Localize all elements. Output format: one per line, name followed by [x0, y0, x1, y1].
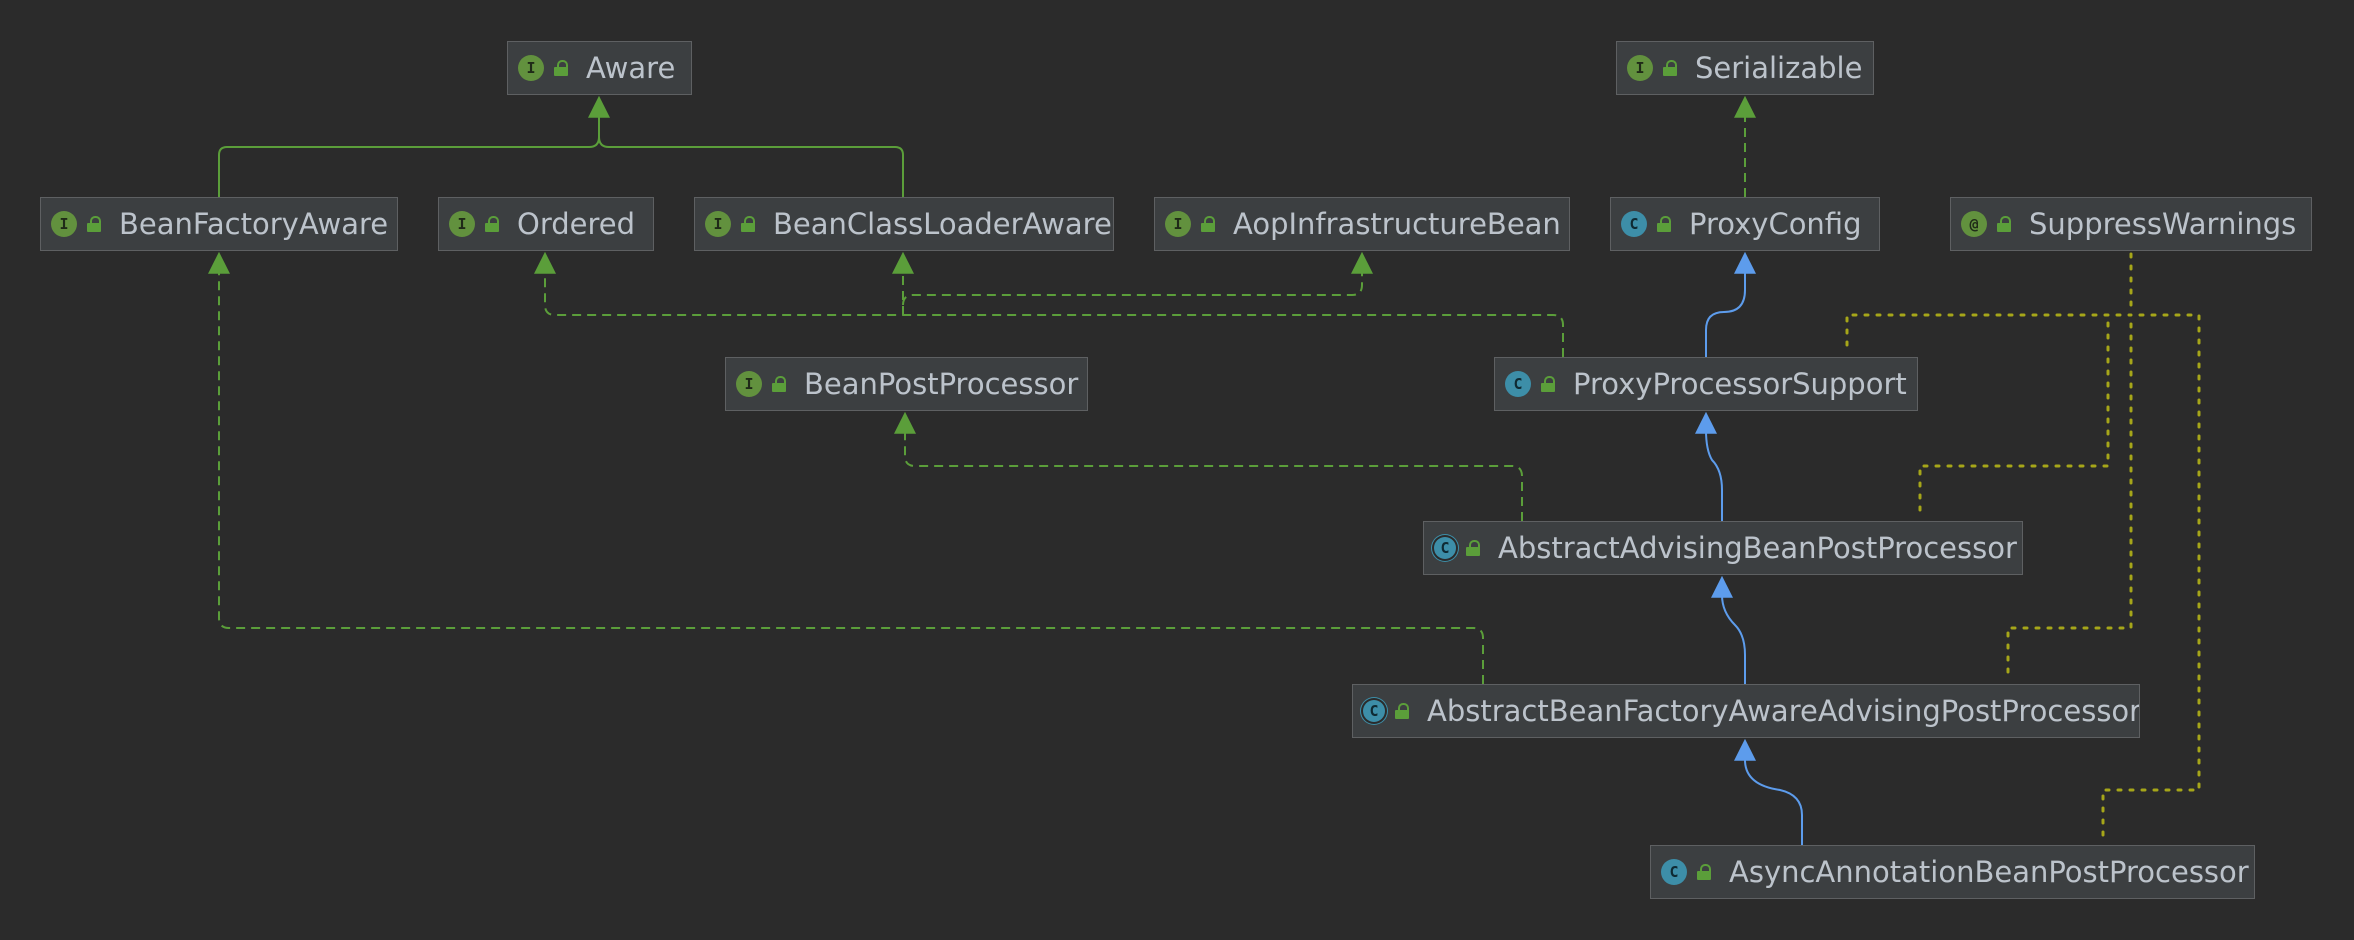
node-label: AbstractAdvisingBeanPostProcessor — [1498, 531, 2017, 565]
class-icon: C — [1621, 211, 1647, 237]
interface-icon: I — [736, 371, 762, 397]
public-access-icon — [1997, 216, 2011, 232]
class-node-serializable[interactable]: I Serializable — [1616, 41, 1874, 95]
class-node-proxy-processor-support[interactable]: C ProxyProcessorSupport — [1494, 357, 1918, 411]
interface-icon: I — [449, 211, 475, 237]
edge-proxyprocessorsupport-proxyconfig — [1705, 251, 1756, 357]
edge-abstractadvising-beanpostprocessor — [894, 411, 1523, 521]
class-node-ordered[interactable]: I Ordered — [438, 197, 654, 251]
node-label: SuppressWarnings — [2029, 207, 2297, 241]
interface-icon: I — [518, 55, 544, 81]
edge-proxyprocessorsupport-annotated — [1845, 313, 2133, 347]
class-icon: C — [1661, 859, 1687, 885]
abstract-class-icon: C — [1434, 537, 1456, 559]
public-access-icon — [1697, 864, 1711, 880]
node-label: Aware — [586, 51, 676, 85]
edge-async-annotated — [2101, 313, 2201, 837]
class-node-suppress-warnings[interactable]: @ SuppressWarnings — [1950, 197, 2312, 251]
node-label: AopInfrastructureBean — [1233, 207, 1561, 241]
public-access-icon — [554, 60, 568, 76]
node-label: ProxyProcessorSupport — [1573, 367, 1907, 401]
class-node-abstract-advising-bean-post-processor[interactable]: C AbstractAdvisingBeanPostProcessor — [1423, 521, 2023, 575]
public-access-icon — [1201, 216, 1215, 232]
node-label: Ordered — [517, 207, 636, 241]
interface-icon: I — [51, 211, 77, 237]
public-access-icon — [87, 216, 101, 232]
public-access-icon — [1541, 376, 1555, 392]
node-label: ProxyConfig — [1689, 207, 1862, 241]
node-label: AbstractBeanFactoryAwareAdvisingPostProc… — [1427, 694, 2140, 728]
edge-beanfactoryaware-aware — [218, 95, 610, 197]
class-node-proxy-config[interactable]: C ProxyConfig — [1610, 197, 1880, 251]
node-label: BeanFactoryAware — [119, 207, 389, 241]
node-label: Serializable — [1695, 51, 1863, 85]
class-node-async-annotation-bean-post-processor[interactable]: C AsyncAnnotationBeanPostProcessor — [1650, 845, 2255, 899]
class-node-abstract-bean-factory-aware-advising-post-processor[interactable]: C AbstractBeanFactoryAwareAdvisingPostPr… — [1352, 684, 2140, 738]
edge-abstractadvising-proxyprocessorsupport — [1695, 411, 1723, 521]
class-node-bean-post-processor[interactable]: I BeanPostProcessor — [725, 357, 1088, 411]
public-access-icon — [1663, 60, 1677, 76]
edge-abstractbfa-annotated — [2006, 313, 2133, 674]
public-access-icon — [485, 216, 499, 232]
edge-abstractbfa-abstractadvising — [1711, 575, 1746, 684]
class-node-aware[interactable]: I Aware — [507, 41, 692, 95]
edge-proxyprocessorsupport-aopinfrastructurebean — [902, 251, 1373, 306]
edge-abstractadvising-annotated — [1918, 313, 2110, 512]
interface-icon: I — [1165, 211, 1191, 237]
public-access-icon — [1395, 703, 1409, 719]
edge-beanclassloaderaware-aware — [598, 136, 904, 197]
public-access-icon — [741, 216, 755, 232]
interface-icon: I — [705, 211, 731, 237]
node-label: AsyncAnnotationBeanPostProcessor — [1729, 855, 2249, 889]
node-label: BeanClassLoaderAware — [773, 207, 1112, 241]
edge-async-abstractbfa — [1734, 738, 1803, 845]
class-node-bean-factory-aware[interactable]: I BeanFactoryAware — [40, 197, 398, 251]
class-icon: C — [1505, 371, 1531, 397]
class-node-aop-infrastructure-bean[interactable]: I AopInfrastructureBean — [1154, 197, 1570, 251]
annotation-icon: @ — [1961, 211, 1987, 237]
node-label: BeanPostProcessor — [804, 367, 1079, 401]
edge-proxyprocessorsupport-ordered — [534, 251, 1564, 357]
public-access-icon — [772, 376, 786, 392]
public-access-icon — [1466, 540, 1480, 556]
abstract-class-icon: C — [1363, 700, 1385, 722]
edge-abstractbfa-beanfactoryaware — [208, 251, 1484, 684]
public-access-icon — [1657, 216, 1671, 232]
interface-icon: I — [1627, 55, 1653, 81]
class-node-bean-class-loader-aware[interactable]: I BeanClassLoaderAware — [694, 197, 1114, 251]
